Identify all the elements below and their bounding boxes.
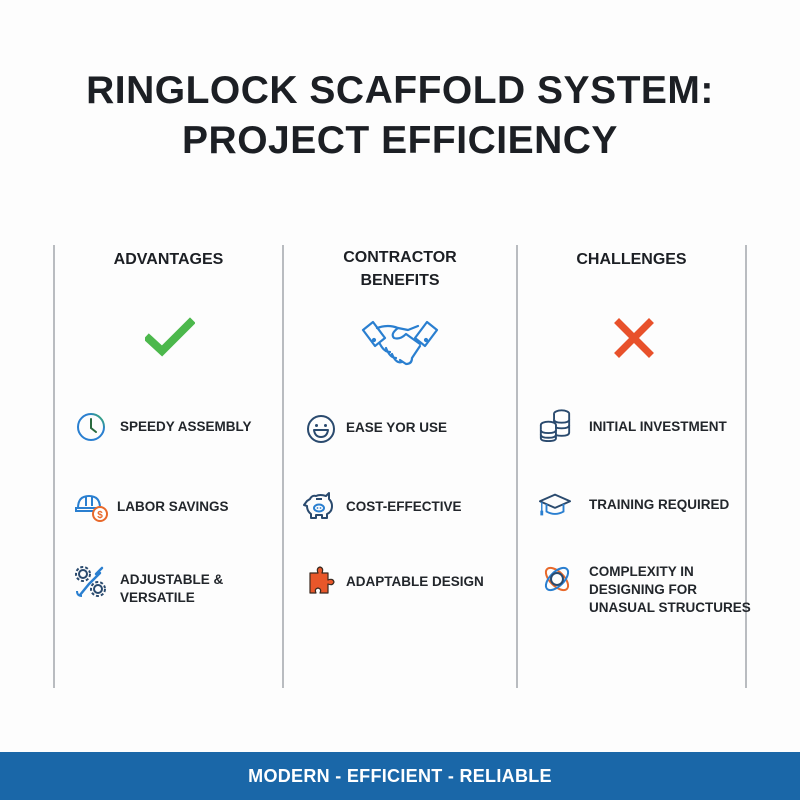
item-label: COMPLEXITY IN DESIGNING FOR UNASUAL STRU… xyxy=(589,564,751,615)
orbit-rings-icon xyxy=(540,562,574,596)
title-line-2: PROJECT EFFICIENCY xyxy=(182,119,618,162)
list-item: TRAINING REQUIRED xyxy=(538,488,729,522)
checkmark-icon xyxy=(145,317,195,357)
list-item: SPEEDY ASSEMBLY xyxy=(74,410,252,444)
column-divider xyxy=(53,245,55,688)
item-label: SPEEDY ASSEMBLY xyxy=(120,419,252,434)
hardhat-dollar-icon: $ xyxy=(74,488,108,522)
item-label: EASE YOR USE xyxy=(346,420,448,435)
column-heading: CHALLENGES xyxy=(576,251,687,268)
item-label: COST-EFFECTIVE xyxy=(346,499,462,514)
list-item: ADAPTABLE DESIGN xyxy=(305,564,484,598)
column-heading: ADVANTAGES xyxy=(113,251,224,268)
footer-tagline: MODERN - EFFICIENT - RELIABLE xyxy=(248,766,552,786)
column-heading: CONTRACTOR BENEFITS xyxy=(343,249,457,289)
list-item: $ LABOR SAVINGS xyxy=(74,488,229,522)
column-divider xyxy=(282,245,284,688)
column-divider xyxy=(516,245,518,688)
handshake-icon xyxy=(361,320,439,366)
x-mark-icon xyxy=(614,318,654,358)
list-item: COMPLEXITY IN DESIGNING FOR UNASUAL STRU… xyxy=(540,562,751,617)
item-label: LABOR SAVINGS xyxy=(117,499,229,514)
list-item: ADJUSTABLE & VERSATILE xyxy=(74,565,223,607)
coin-stack-icon xyxy=(538,408,572,443)
title-line-1: RINGLOCK SCAFFOLD SYSTEM: xyxy=(86,69,714,112)
list-item: EASE YOR USE xyxy=(304,412,447,446)
graduation-cap-icon xyxy=(538,488,572,522)
item-label: TRAINING REQUIRED xyxy=(589,497,730,512)
svg-text:$: $ xyxy=(97,510,103,521)
piggy-bank-icon xyxy=(302,489,336,523)
clock-icon xyxy=(74,410,108,444)
footer-banner: MODERN - EFFICIENT - RELIABLE xyxy=(0,752,800,800)
list-item: COST-EFFECTIVE xyxy=(302,489,462,523)
list-item: INITIAL INVESTMENT xyxy=(538,408,727,443)
page-title: RINGLOCK SCAFFOLD SYSTEM: PROJECT EFFICI… xyxy=(0,66,800,166)
wrench-gears-icon xyxy=(74,565,108,599)
puzzle-piece-icon xyxy=(305,564,339,598)
item-label: ADAPTABLE DESIGN xyxy=(346,574,484,589)
column-divider xyxy=(745,245,747,688)
item-label: INITIAL INVESTMENT xyxy=(589,419,727,434)
item-label: ADJUSTABLE & VERSATILE xyxy=(120,572,224,605)
smiley-icon xyxy=(304,412,338,446)
